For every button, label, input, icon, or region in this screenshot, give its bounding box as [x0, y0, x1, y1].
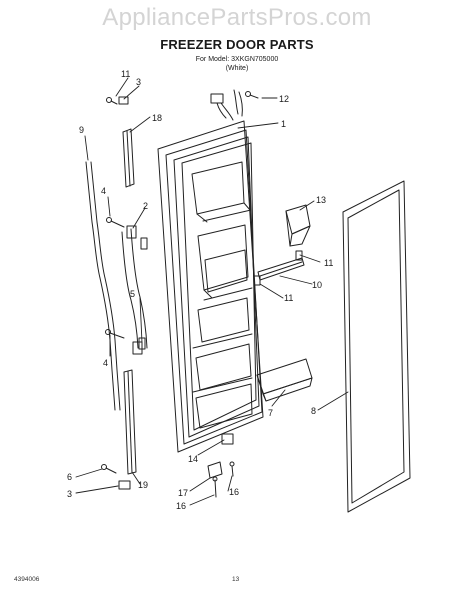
- callout-label: 4: [101, 186, 106, 196]
- callout-label: 6: [67, 472, 72, 482]
- callout-label: 1: [281, 119, 286, 129]
- callout-label: 3: [136, 77, 141, 87]
- callout-label: 16: [176, 501, 186, 511]
- callout-label: 11: [284, 293, 293, 303]
- callout-label: 12: [279, 94, 289, 104]
- handle-screws: [105, 217, 125, 339]
- callout-label: 16: [229, 487, 239, 497]
- page-number: 13: [232, 576, 240, 583]
- callout-label: 10: [312, 280, 322, 290]
- callout-label: 14: [188, 454, 198, 464]
- dispenser-bracket: [253, 250, 305, 286]
- callout-label: 4: [103, 358, 108, 368]
- door-bin: [256, 358, 313, 402]
- callout-label: 3: [67, 489, 72, 499]
- model-line: For Model: 3XKGN705000: [195, 56, 279, 63]
- vertical-gasket-strip: [85, 161, 121, 411]
- callout-label: 7: [268, 408, 273, 418]
- callout-label: 19: [138, 480, 148, 490]
- handle-trim-top: [122, 128, 135, 188]
- hinge-parts: [207, 433, 235, 498]
- callout-label: 17: [178, 488, 188, 498]
- bottom-screw-clip: [101, 464, 131, 490]
- callout-label: 5: [130, 289, 135, 299]
- door-gasket: [342, 180, 411, 513]
- callout-label: 13: [316, 195, 326, 205]
- callout-label: 11: [121, 69, 130, 79]
- handle-trim-bottom: [123, 369, 137, 475]
- color-line: (White): [225, 65, 249, 72]
- door-liner-assembly: [157, 120, 264, 453]
- watermark: AppliancePartsPros.com: [102, 4, 372, 31]
- wire-harness: [210, 89, 243, 121]
- callout-label: 11: [324, 258, 333, 268]
- callout-label: 18: [152, 113, 162, 123]
- callout-labels: 11 3 18 12 1 9 4 2 5 4 13 11 10 11 7 8 1…: [67, 69, 333, 511]
- callout-label: 9: [79, 125, 84, 135]
- door-handle: [121, 225, 148, 355]
- screw-12: [245, 91, 259, 99]
- document-number: 4394006: [14, 576, 40, 583]
- callout-label: 2: [143, 201, 148, 211]
- diagram-title: FREEZER DOOR PARTS: [160, 37, 314, 52]
- dispenser-chute: [285, 204, 311, 247]
- top-screw-clip: [106, 96, 129, 105]
- leader-lines: [75, 77, 349, 506]
- callout-label: 8: [311, 406, 316, 416]
